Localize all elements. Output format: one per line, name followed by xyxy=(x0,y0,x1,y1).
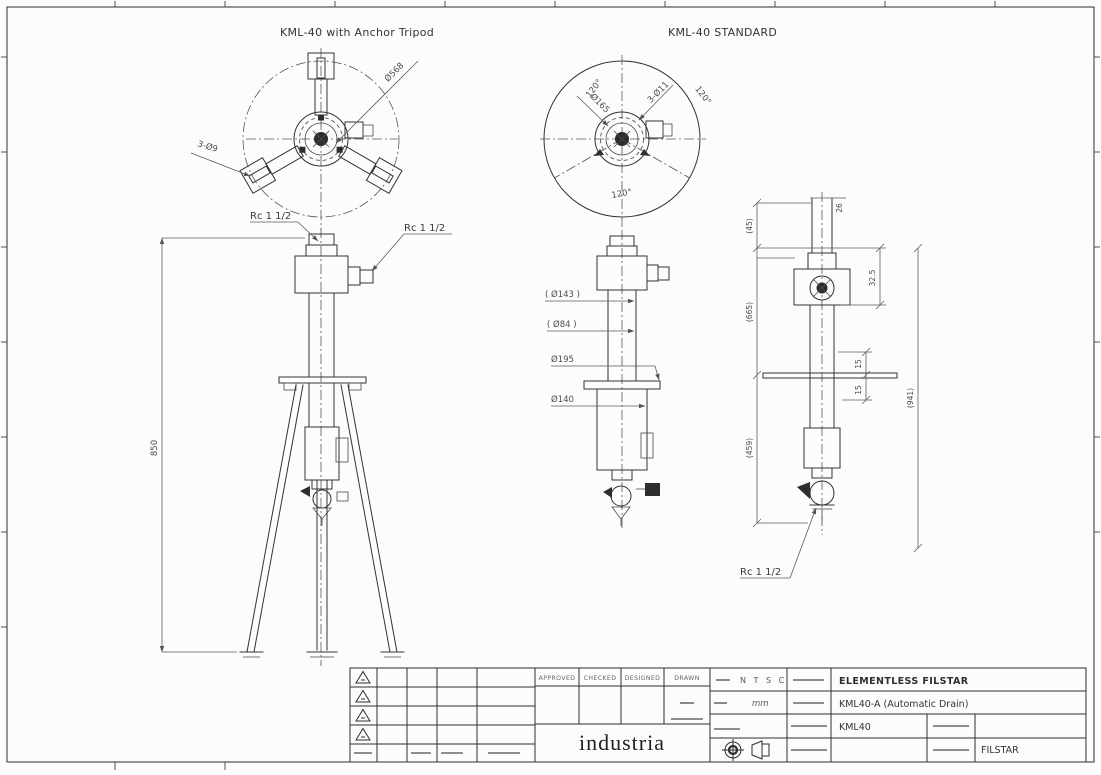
dim-850-label: 850 xyxy=(150,440,160,456)
scale-value: N T S C xyxy=(740,676,787,685)
standard-front-view: ( Ø143 ) ( Ø84 ) Ø195 Ø140 xyxy=(545,230,670,528)
bolt-icon xyxy=(336,146,343,153)
angle-120-bottom-label: 120° xyxy=(611,188,633,201)
dim-dia195-label: Ø195 xyxy=(551,354,574,365)
view-tripod: KML-40 with Anchor Tripod xyxy=(150,26,452,666)
rc-drain-label: Rc 1 1/2 xyxy=(740,567,781,578)
dim-15-upper-label: 15 xyxy=(854,359,863,369)
approved-header: APPROVED xyxy=(539,675,576,682)
designed-header: DESIGNED xyxy=(625,675,661,682)
dim-dia165-label: Ø165 xyxy=(588,91,612,115)
dim-32-5-label: 32.5 xyxy=(868,269,877,286)
checked-header: CHECKED xyxy=(584,675,617,682)
signoff-block: APPROVED CHECKED DESIGNED DRAWN industri… xyxy=(535,668,711,762)
dim-dia140-label: Ø140 xyxy=(551,394,574,405)
dim-3xd9-label: 3-Ø9 xyxy=(196,138,219,155)
dim-941-label: (941) xyxy=(906,388,915,408)
drawing-number: KML40 xyxy=(839,722,871,733)
units-value: mm xyxy=(752,699,769,709)
brand-name: FILSTAR xyxy=(981,745,1019,756)
standard-plan-view: 120° 120° 120° Ø165 3-Ø11 xyxy=(540,55,713,228)
tripod-front-view: Rc 1 1/2 Rc 1 1/2 xyxy=(150,211,452,666)
company-logo: industria xyxy=(579,730,665,755)
dim-26-label: 26 xyxy=(835,203,844,213)
dim-dia143-label: ( Ø143 ) xyxy=(545,289,580,300)
drain-actuator xyxy=(645,483,660,496)
dim-3xd11-label: 3-Ø11 xyxy=(645,79,671,105)
third-angle-projection-icon xyxy=(722,739,770,761)
view-standard-title: KML-40 STANDARD xyxy=(668,26,777,39)
dim-459-label: (459) xyxy=(745,438,754,458)
dim-dia568-label: Ø568 xyxy=(382,60,406,84)
product-title: ELEMENTLESS FILSTAR xyxy=(839,676,969,687)
model-title: KML40-A (Automatic Drain) xyxy=(839,699,968,710)
view-tripod-title: KML-40 with Anchor Tripod xyxy=(280,26,434,39)
angle-120-top-right-label: 120° xyxy=(692,85,712,107)
rc-top-label: Rc 1 1/2 xyxy=(250,211,291,222)
rc-side-label: Rc 1 1/2 xyxy=(404,223,445,234)
view-standard: KML-40 STANDARD 120° 120° 120° Ø165 xyxy=(540,26,777,528)
drawn-header: DRAWN xyxy=(674,675,699,682)
tripod-plan-view: Ø568 3-Ø9 xyxy=(190,48,419,230)
revision-table xyxy=(350,668,536,762)
side-right-dims: 32.5 15 15 (941) xyxy=(838,243,923,553)
bolt-icon xyxy=(299,146,306,153)
dim-dia84-label: ( Ø84 ) xyxy=(547,319,577,330)
view-side: 26 (45) (665) xyxy=(740,192,923,579)
dim-45-label: (45) xyxy=(745,218,754,233)
dim-15-lower-label: 15 xyxy=(854,385,863,395)
revision-triangle-icon xyxy=(355,670,371,741)
dim-665-label: (665) xyxy=(745,302,754,322)
side-left-dim-chain: (45) (665) (459) xyxy=(745,198,812,528)
title-block: APPROVED CHECKED DESIGNED DRAWN industri… xyxy=(349,667,1087,763)
bolt-icon xyxy=(318,114,324,121)
info-block: N T S C ELEMENTLESS FILSTAR mm KML40-A (… xyxy=(710,668,1086,762)
